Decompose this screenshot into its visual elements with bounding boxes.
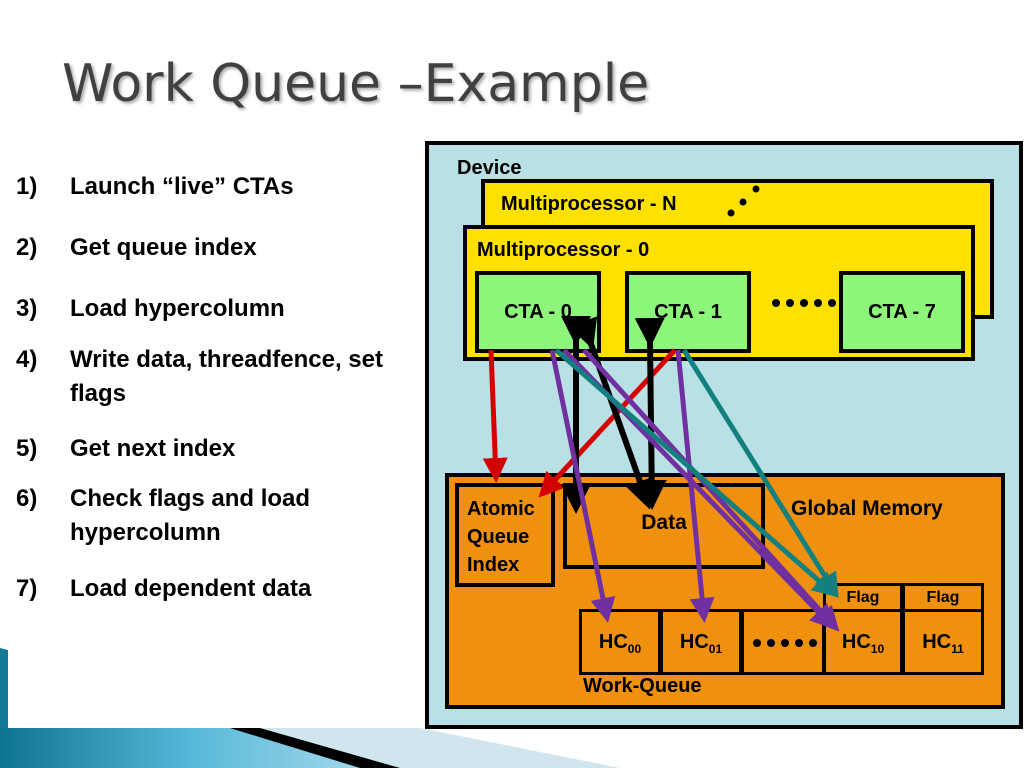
step-number: 7) xyxy=(16,575,38,602)
hc-prefix: HC xyxy=(679,631,709,653)
step-number: 3) xyxy=(16,295,38,322)
multiprocessor-0: Multiprocessor - 0 CTA - 0 CTA - 1 CTA -… xyxy=(463,225,975,361)
hc11-cell: HC11 xyxy=(902,609,984,675)
step-text: Write data, threadfence, set flags xyxy=(70,346,383,407)
hc-subscript: 01 xyxy=(708,642,723,656)
hc00-cell: HC00 xyxy=(579,609,661,675)
hc-prefix: HC xyxy=(922,631,952,653)
hc-subscript: 00 xyxy=(627,642,642,656)
step-number: 1) xyxy=(16,173,38,200)
hc-ellipsis-icon xyxy=(753,639,817,647)
step-text: Get queue index xyxy=(70,234,257,261)
cta-0-box: CTA - 0 xyxy=(475,271,601,353)
red-arrow xyxy=(538,348,677,498)
cta-ellipsis-icon xyxy=(772,299,836,307)
hc-subscript: 10 xyxy=(870,642,885,656)
global-memory-label: Global Memory xyxy=(791,497,943,520)
step-text: Launch “live” CTAs xyxy=(70,173,294,200)
device-label: Device xyxy=(457,157,522,179)
cta-7-box: CTA - 7 xyxy=(839,271,965,353)
step-number: 5) xyxy=(16,435,38,462)
purple-arrow xyxy=(582,348,840,632)
step-number: 2) xyxy=(16,234,38,261)
multiprocessor-n-label: Multiprocessor - N xyxy=(501,193,677,215)
hc-prefix: HC xyxy=(841,631,871,653)
teal-arrow xyxy=(554,348,838,598)
slide-title: Work Queue –Example xyxy=(62,54,650,114)
atomic-queue-index-box: Atomic Queue Index xyxy=(455,483,555,587)
teal-arrow xyxy=(681,348,839,599)
global-memory: Global Memory Atomic Queue Index Data Fl… xyxy=(445,473,1005,709)
step-number: 4) xyxy=(16,346,38,373)
purple-arrow xyxy=(675,349,715,623)
stack-ellipsis-icon xyxy=(727,185,760,217)
step-text: Load hypercolumn xyxy=(70,295,285,322)
multiprocessor-0-label: Multiprocessor - 0 xyxy=(477,239,650,261)
step-text: Check flags and load hypercolumn xyxy=(70,485,311,546)
hc-prefix: HC xyxy=(598,631,628,653)
purple-arrow xyxy=(549,349,616,623)
work-queue-label: Work-Queue xyxy=(583,675,702,697)
device-box: Device Multiprocessor - N Multiprocessor… xyxy=(425,141,1023,729)
atomic-queue-index-label: Atomic Queue Index xyxy=(467,498,535,576)
step-text: Load dependent data xyxy=(70,575,312,602)
red-arrow xyxy=(482,349,508,483)
data-label: Data xyxy=(641,511,687,534)
step-text: Get next index xyxy=(70,435,236,462)
hc-subscript: 11 xyxy=(951,642,964,656)
step-number: 6) xyxy=(16,485,38,512)
